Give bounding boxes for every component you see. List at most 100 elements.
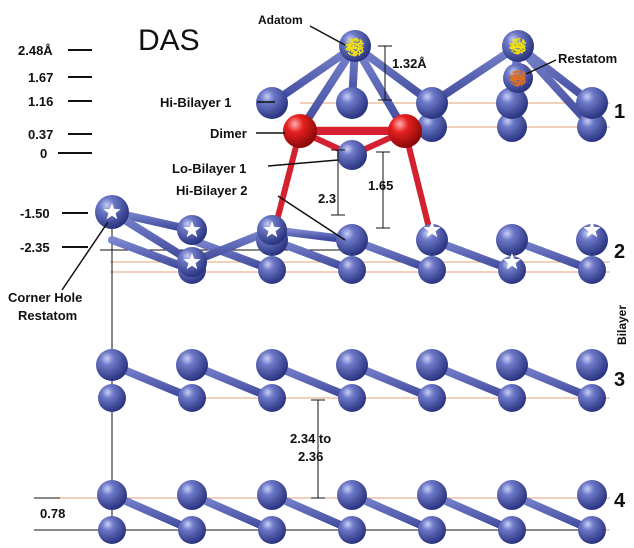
atom-bilayer-3-lower — [98, 384, 126, 412]
atom-hi-bilayer-1 — [256, 87, 288, 119]
atom-adatom — [339, 30, 371, 62]
star-icon — [263, 221, 281, 238]
atom-bilayer-2-lower — [578, 256, 606, 284]
atom-dimer-left — [283, 114, 317, 148]
scale-label-1-67: 1.67 — [28, 70, 53, 85]
label-hi-bilayer-2: Hi-Bilayer 2 — [176, 183, 248, 198]
atom-bilayer-4-lower — [338, 516, 366, 544]
atom-bilayer-2-lower — [498, 256, 526, 284]
atom-bilayer-4-upper — [497, 480, 527, 510]
atom-lo-bilayer-1 — [417, 112, 447, 142]
atom-bilayer-2-upper — [416, 224, 448, 256]
bilayer-number-1: 1 — [614, 101, 625, 123]
height-scale: 2.48Å 1.67 1.16 0.37 0 -1.50 -2.35 — [18, 43, 92, 255]
atom-bilayer-2-lower — [418, 256, 446, 284]
atom-bilayer-4-upper — [577, 480, 607, 510]
atom-bilayer-3-upper — [496, 349, 528, 381]
atom-bilayer-4-lower — [98, 516, 126, 544]
atom-hi-bilayer-1 — [496, 87, 528, 119]
star-icon — [423, 221, 441, 238]
speckle-dot — [345, 37, 365, 57]
distance-1-32: 1.32Å — [392, 56, 427, 71]
atom-bilayer-3-lower — [498, 384, 526, 412]
star-icon — [583, 221, 601, 238]
atom-hi-bilayer-1 — [416, 87, 448, 119]
speckle-dot — [509, 37, 527, 55]
atom-bilayer-3-upper — [576, 349, 608, 381]
atom-bilayer-4-upper — [257, 480, 287, 510]
restatom-stars — [103, 203, 601, 270]
atom-bilayer-4-lower — [418, 516, 446, 544]
atom-bilayer-4-upper — [97, 480, 127, 510]
atom-lo-bilayer-1 — [497, 112, 527, 142]
atom-hi-bilayer-1 — [576, 87, 608, 119]
atom-bilayer-3-lower — [578, 384, 606, 412]
bond — [268, 42, 359, 107]
scale-label-1-16: 1.16 — [28, 94, 53, 109]
atom-bilayer-4-lower — [498, 516, 526, 544]
atom-bilayer-3-lower — [418, 384, 446, 412]
label-adatom: Adatom — [258, 13, 303, 27]
atom-bilayer-3-upper — [416, 349, 448, 381]
bond — [428, 42, 522, 107]
bilayer-number-4: 4 — [614, 490, 626, 512]
distance-1-65: 1.65 — [368, 178, 393, 193]
atom-labels: Adatom Restatom Hi-Bilayer 1 Dimer Lo-Bi… — [8, 13, 617, 323]
scale-label-2-48: 2.48Å — [18, 43, 53, 58]
atom-bilayer-4-lower — [178, 516, 206, 544]
scale-label-minus-2-35: -2.35 — [20, 240, 50, 255]
scale-label-minus-1-50: -1.50 — [20, 206, 50, 221]
atom-bilayer-3-lower — [178, 384, 206, 412]
speckle-dot — [509, 69, 527, 87]
bond — [514, 42, 596, 131]
atom-bilayer-3-upper — [176, 349, 208, 381]
label-restatom: Restatom — [558, 51, 617, 66]
atoms — [95, 30, 608, 544]
atom-bilayer-3-upper — [336, 349, 368, 381]
bond — [188, 236, 276, 274]
atom-bilayer-2-upper — [496, 224, 528, 256]
atom-hi-bilayer-1 — [336, 87, 368, 119]
bilayer-number-3: 3 — [614, 369, 625, 391]
scale-label-0: 0 — [40, 146, 47, 161]
dimer-bond — [402, 128, 435, 243]
atom-lo-bilayer-1 — [337, 140, 367, 170]
distance-range-line2: 2.36 — [298, 449, 323, 464]
atom-bilayer-3-lower — [258, 384, 286, 412]
height-guide-lines — [40, 102, 610, 531]
bilayer-axis-label: Bilayer — [615, 305, 629, 345]
scale-label-0-37: 0.37 — [28, 127, 53, 142]
highlight-dots — [345, 37, 527, 87]
atom-bilayer-2-lower — [258, 256, 286, 284]
atom-bilayer-4-upper — [337, 480, 367, 510]
atom-bilayer-2-upper — [576, 224, 608, 256]
atom-bilayer-3-upper — [96, 349, 128, 381]
star-icon — [103, 203, 121, 220]
atom-bilayer-2-lower — [338, 256, 366, 284]
distance-markers — [34, 45, 392, 531]
distance-range-line1: 2.34 to — [290, 431, 331, 446]
star-icon — [503, 253, 521, 270]
distance-0-78: 0.78 — [40, 506, 65, 521]
atom-bilayer-4-lower — [578, 516, 606, 544]
atom-bilayer-4-upper — [417, 480, 447, 510]
distance-2-3: 2.3 — [318, 191, 336, 206]
atom-bilayer-2-upper — [336, 224, 368, 256]
atom-dimer-right — [388, 114, 422, 148]
diagram-title: DAS — [138, 24, 200, 57]
star-icon — [183, 253, 201, 270]
label-lo-bilayer-1: Lo-Bilayer 1 — [172, 161, 246, 176]
label-hi-bilayer-1: Hi-Bilayer 1 — [160, 95, 232, 110]
bilayer-numbers: 1 2 3 4 Bilayer — [614, 101, 629, 512]
bilayer-number-2: 2 — [614, 241, 625, 263]
label-corner-hole-line1: Corner Hole — [8, 290, 82, 305]
atom-bilayer-4-lower — [258, 516, 286, 544]
atom-bilayer-3-upper — [256, 349, 288, 381]
atom-lo-bilayer-1 — [577, 112, 607, 142]
atom-bilayer-4-upper — [177, 480, 207, 510]
label-dimer: Dimer — [210, 126, 247, 141]
label-corner-hole-line2: Restatom — [18, 308, 77, 323]
star-icon — [183, 221, 201, 238]
atom-bilayer-3-lower — [338, 384, 366, 412]
